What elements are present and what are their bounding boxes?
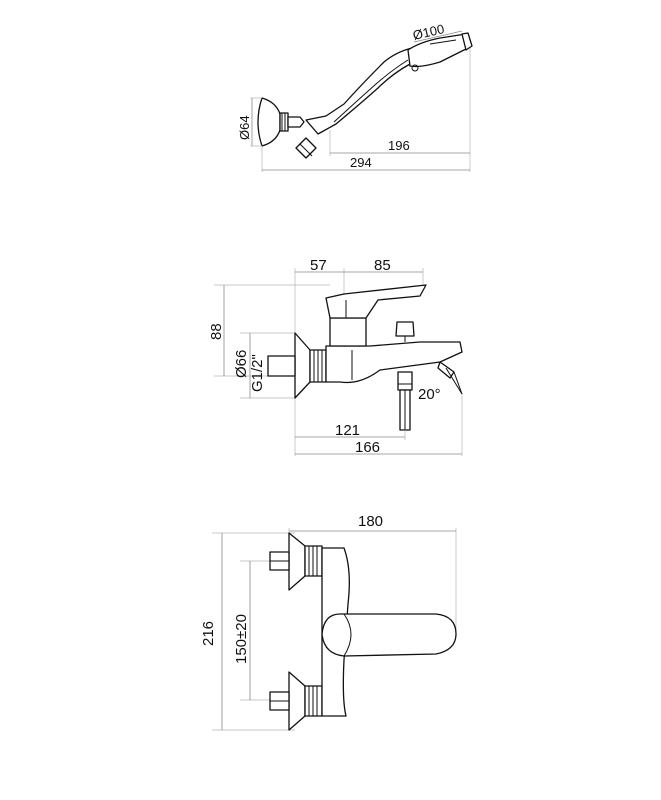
top-right-label: 85 [374, 257, 391, 274]
hose-outlet [397, 371, 413, 391]
depth-outlet-label: 121 [335, 422, 360, 439]
hand-shower-view: Ø100 Ø64 196 294 [237, 21, 473, 172]
wall-holder [257, 97, 305, 147]
thread-label: G1/2" [249, 354, 266, 392]
spout [437, 361, 455, 379]
shower-head [407, 32, 473, 72]
lever [325, 284, 427, 319]
holder-diameter-label: Ø64 [237, 115, 252, 140]
upper-connection [269, 532, 323, 591]
wall-flange [294, 332, 311, 399]
mixer-side-view: 57 85 88 Ø66 G1/2" [208, 257, 463, 456]
lower-connection [269, 671, 323, 731]
length-total-label: 294 [350, 155, 372, 170]
height-label: 88 [208, 323, 225, 340]
shower-handle [305, 47, 417, 135]
depth-total-label: 166 [355, 439, 380, 456]
diverter-knob [395, 321, 415, 337]
hose-connector [295, 137, 317, 159]
mixer-body [325, 341, 463, 384]
angle-label: 20° [418, 386, 441, 403]
connection-diameter-label: Ø66 [233, 350, 250, 378]
length-short-label: 196 [388, 138, 410, 153]
mixer-front-view: 180 216 150±20 [200, 513, 457, 731]
front-height-label: 216 [200, 621, 217, 646]
front-lever [321, 613, 457, 657]
width-label: 180 [358, 513, 383, 530]
top-left-label: 57 [310, 257, 327, 274]
centers-label: 150±20 [233, 614, 250, 664]
head-diameter-label: Ø100 [411, 21, 445, 43]
